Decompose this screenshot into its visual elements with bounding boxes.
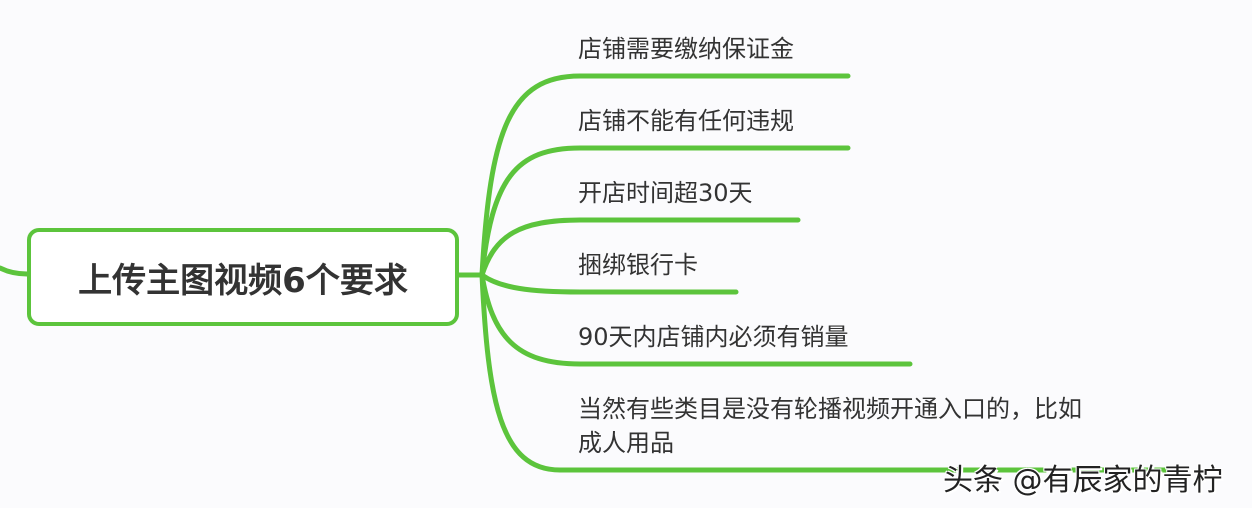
branch-label-1[interactable]: 店铺需要缴纳保证金 bbox=[578, 35, 794, 63]
root-node[interactable]: 上传主图视频6个要求 bbox=[27, 228, 459, 326]
branch-label-5[interactable]: 90天内店铺内必须有销量 bbox=[578, 323, 849, 351]
branch-line-1 bbox=[479, 73, 851, 278]
branch-line-5 bbox=[479, 272, 913, 367]
branch-label-3[interactable]: 开店时间超30天 bbox=[578, 179, 753, 207]
branch-line-4 bbox=[479, 272, 739, 295]
root-title: 上传主图视频6个要求 bbox=[78, 260, 408, 301]
watermark: 头条 @有辰家的青柠 bbox=[943, 463, 1223, 498]
branch-line-6 bbox=[479, 272, 1183, 473]
branch-line-3 bbox=[479, 217, 801, 278]
branch-label-2[interactable]: 店铺不能有任何违规 bbox=[578, 107, 794, 135]
branch-line-2 bbox=[479, 145, 851, 278]
branch-label-6-line-2: 成人用品 bbox=[578, 429, 674, 457]
incoming-connector bbox=[0, 265, 30, 277]
branch-label-6[interactable]: 当然有些类目是没有轮播视频开通入口的，比如 成人用品 bbox=[578, 392, 1178, 460]
branch-label-6-line-1: 当然有些类目是没有轮播视频开通入口的，比如 bbox=[578, 395, 1082, 423]
branch-label-4[interactable]: 捆绑银行卡 bbox=[578, 251, 698, 279]
